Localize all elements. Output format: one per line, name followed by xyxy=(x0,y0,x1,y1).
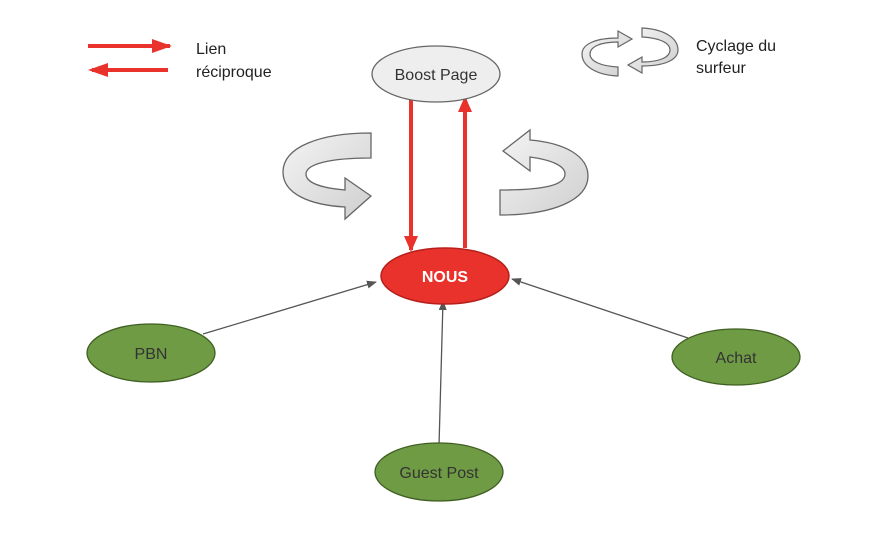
link-pbn-to-nous xyxy=(202,280,377,335)
link-guest-to-nous xyxy=(438,300,447,447)
legend-reciprocal-label-1: Lien xyxy=(196,41,226,58)
node-pbn-label: PBN xyxy=(135,346,168,363)
legend-arrowhead-right xyxy=(152,39,172,53)
legend-arrowhead-left xyxy=(88,63,108,77)
cycle-arrow-left xyxy=(282,132,373,221)
legend-reciprocal-arrows xyxy=(88,39,172,77)
legend-cycle-label-2: surfeur xyxy=(696,60,746,77)
node-guest-post-label: Guest Post xyxy=(399,465,479,482)
node-pbn: PBN xyxy=(86,323,216,383)
node-boost-page: Boost Page xyxy=(371,45,501,103)
node-guest-post: Guest Post xyxy=(374,442,504,502)
link-achat-to-nous xyxy=(511,278,689,339)
legend-reciprocal-label-2: réciproque xyxy=(196,64,272,81)
node-nous: NOUS xyxy=(380,247,510,305)
legend-cycle-label-1: Cyclage du xyxy=(696,38,776,55)
node-achat-label: Achat xyxy=(716,350,757,367)
legend-cycle-icon xyxy=(581,27,679,77)
cycle-arrow-right xyxy=(499,128,589,216)
node-achat: Achat xyxy=(671,328,801,386)
node-nous-label: NOUS xyxy=(422,269,469,286)
node-boost-page-label: Boost Page xyxy=(395,67,478,84)
